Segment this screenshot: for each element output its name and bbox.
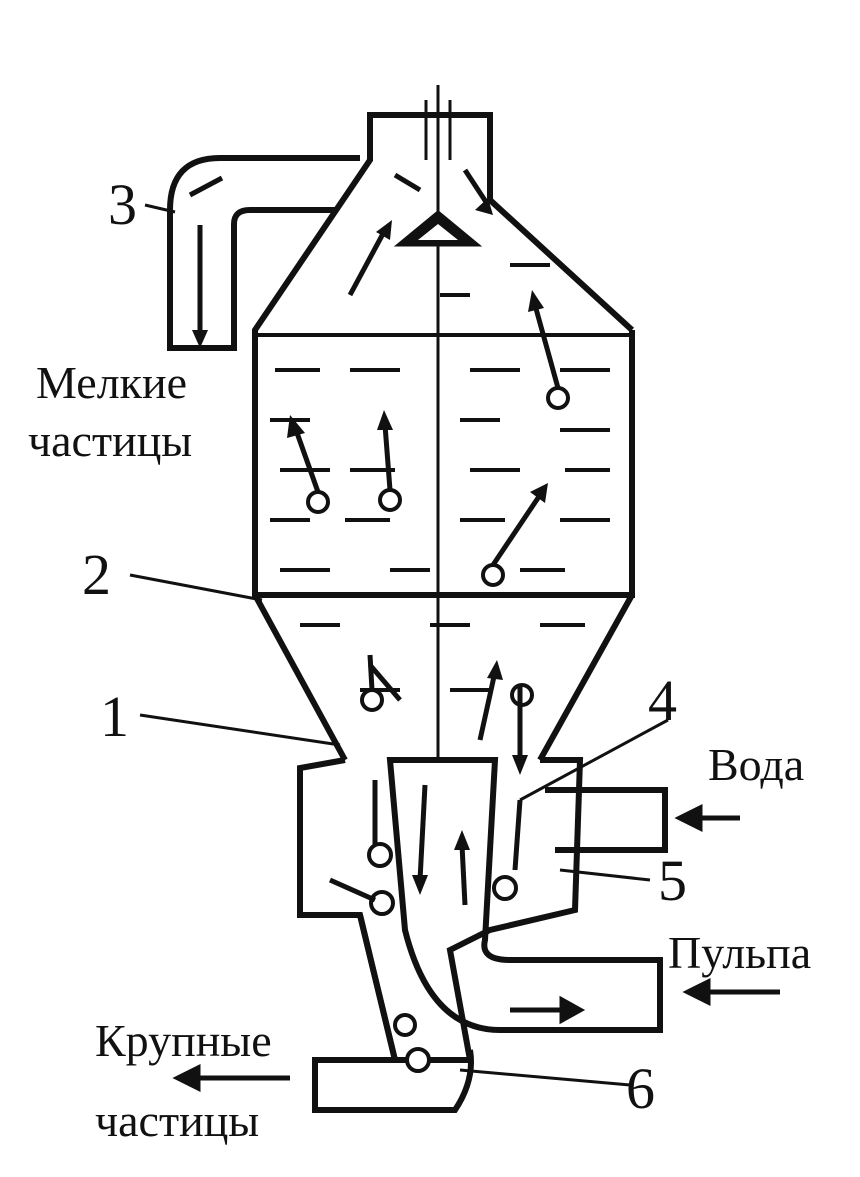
label-coarse-particles-line2: частицы <box>95 1095 260 1146</box>
label-6: 6 <box>626 1056 655 1121</box>
top-dome <box>252 112 635 335</box>
arrow-heads <box>192 198 548 895</box>
label-pulp: Пульпа <box>668 927 812 978</box>
label-fine-particles-line2: частицы <box>28 415 193 466</box>
label-2: 2 <box>82 542 111 607</box>
label-5: 5 <box>658 848 687 913</box>
flow-arrows <box>188 168 561 906</box>
lower-cone <box>252 593 635 762</box>
label-3: 3 <box>108 172 137 237</box>
external-arrows <box>172 803 780 1093</box>
water-inlet-pipe <box>545 787 668 853</box>
water-chamber <box>297 757 584 1063</box>
label-fine-particles-line1: Мелкие <box>36 357 188 408</box>
classifier-body <box>252 330 635 598</box>
pulp-feed-tube <box>386 757 663 1033</box>
leader-lines <box>129 203 669 1087</box>
label-1: 1 <box>100 684 129 749</box>
label-coarse-particles-line1: Крупные <box>95 1015 272 1066</box>
liquid-dashes <box>270 263 610 692</box>
coarse-particle-outlet <box>312 914 474 1113</box>
label-4: 4 <box>648 668 677 733</box>
fine-particle-outlet-pipe <box>167 155 360 351</box>
label-water: Вода <box>708 739 805 790</box>
